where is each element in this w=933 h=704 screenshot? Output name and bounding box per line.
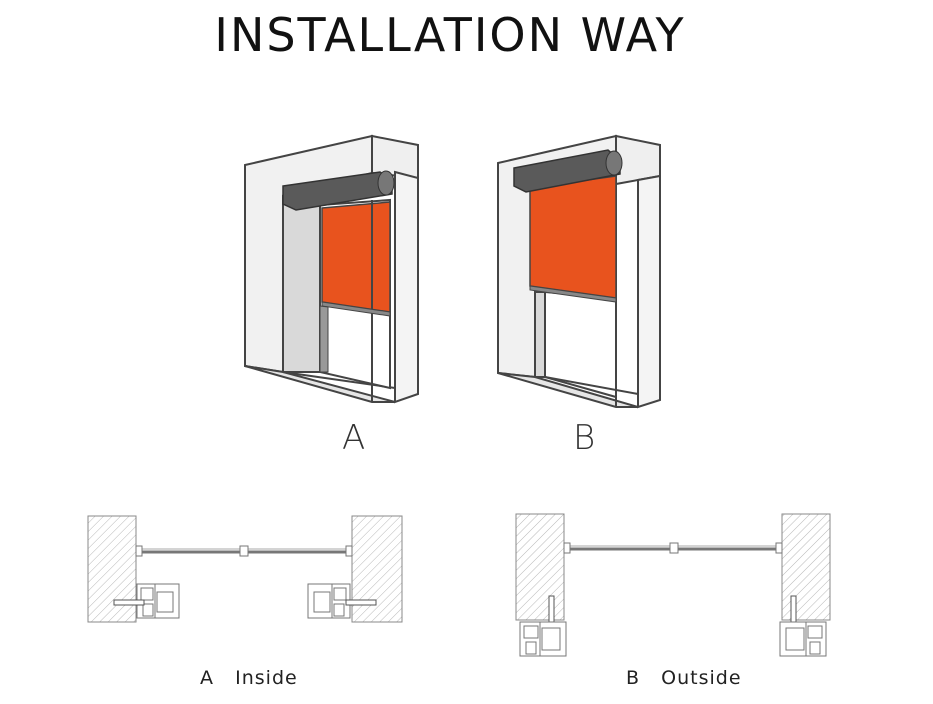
cassette: [282, 171, 393, 211]
frame-profile-left: [136, 583, 180, 619]
bottom-bar: [529, 285, 617, 303]
wall-left: [87, 515, 137, 623]
figure-b-outside-mount: [497, 134, 661, 409]
reveal-bottom: [244, 365, 396, 403]
wall-left: [515, 513, 565, 621]
figure-a-inside-mount: [244, 134, 419, 404]
shade-fabric: [529, 175, 617, 299]
section-a-letter: A: [200, 667, 214, 689]
wall-right: [394, 170, 419, 404]
reveal-left: [282, 194, 321, 373]
screw-left: [548, 595, 555, 625]
shade-fabric: [321, 201, 391, 313]
cassette: [513, 149, 621, 193]
side-rail: [319, 305, 329, 373]
section-b-label: Outside: [661, 667, 742, 689]
frame-profile-right: [307, 583, 351, 619]
section-a-caption: A Inside: [200, 667, 298, 689]
page-title: INSTALLATION WAY: [214, 8, 686, 62]
opening: [544, 290, 617, 399]
reveal-left: [534, 291, 546, 378]
wall-right: [351, 515, 403, 623]
figure-a-label: A: [342, 418, 366, 458]
wall-right: [637, 174, 661, 409]
frame-profile-right: [779, 621, 827, 657]
screw-left: [113, 599, 145, 606]
section-a-label: Inside: [235, 667, 298, 689]
bottom-bar: [321, 301, 391, 317]
figure-b-label: B: [573, 418, 596, 458]
wall-right: [781, 513, 831, 621]
screw-right: [345, 599, 377, 606]
section-b-caption: B Outside: [626, 667, 742, 689]
frame-profile-left: [519, 621, 567, 657]
section-a-inside: [87, 515, 403, 623]
section-b-outside: [515, 513, 831, 657]
screw-right: [790, 595, 797, 625]
reveal-bottom: [497, 372, 639, 408]
section-b-letter: B: [626, 667, 641, 689]
